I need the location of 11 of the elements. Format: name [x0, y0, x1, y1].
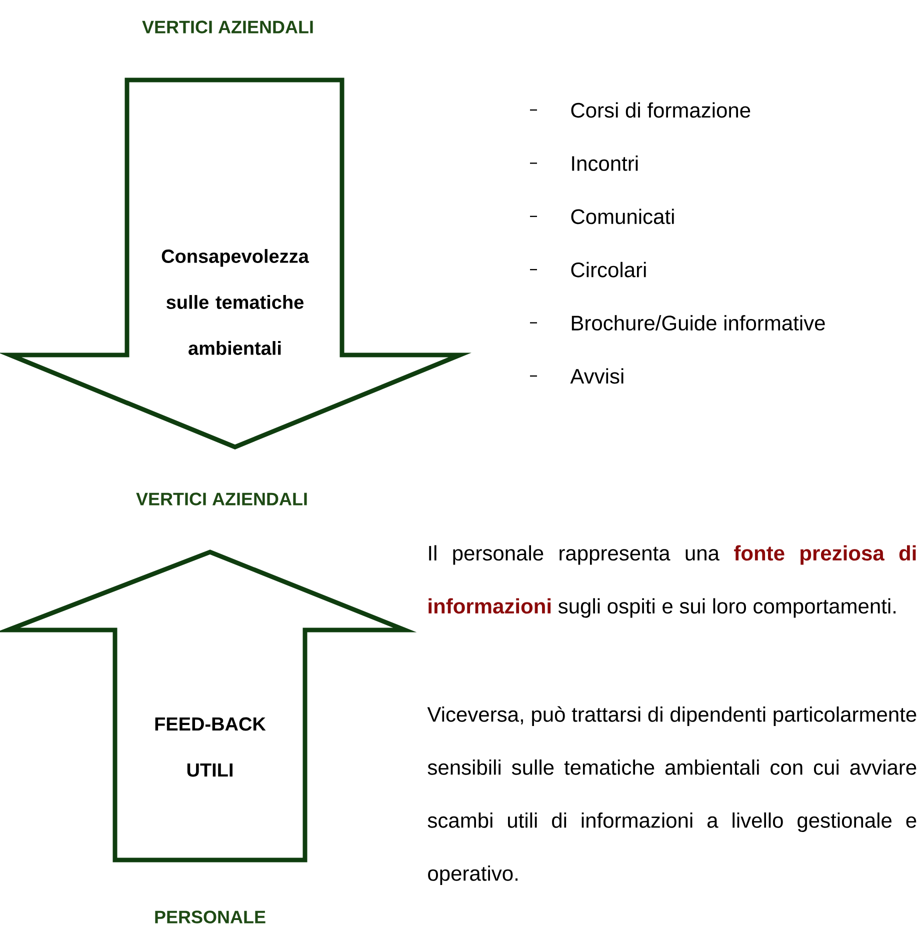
paragraph: Il personale rappresenta una fonte preziosa di informazioni sugli ospiti e sui loro comportamenti. [428, 545, 916, 618]
list-item: Corsi di formazione [571, 102, 750, 118]
heading-label: VERTICI AZIENDALI [136, 492, 307, 506]
heading-label: VERTICI AZIENDALI [142, 20, 313, 34]
paragraph: Viceversa, può trattarsi di dipendenti particolarmente sensibili sulle tematiche ambientali con cui avviare scambi utili di informazioni a livello gestionale e operativo. [427, 706, 916, 886]
list-item: Avvisi [570, 368, 624, 384]
heading-label: PERSONALE [155, 910, 266, 924]
list-item: Comunicati [571, 208, 674, 224]
list-item: Brochure/Guide informative [572, 315, 825, 331]
list-item: Circolari [571, 262, 646, 278]
list-item: Incontri [572, 156, 638, 171]
